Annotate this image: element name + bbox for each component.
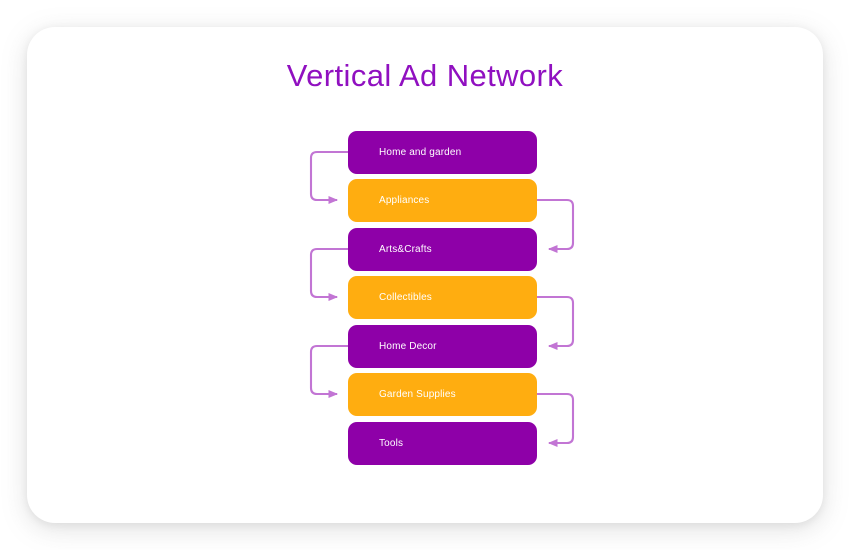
connector-left-3 bbox=[309, 344, 348, 399]
flow-node-collectibles[interactable]: Collectibles bbox=[348, 276, 537, 319]
flow-node-label: Collectibles bbox=[379, 292, 432, 303]
flow-node-appliances[interactable]: Appliances bbox=[348, 179, 537, 222]
connector-right-1 bbox=[537, 198, 575, 254]
flow-node-home-and-garden[interactable]: Home and garden bbox=[348, 131, 537, 174]
connector-left-1 bbox=[309, 150, 348, 205]
flow-node-arts-and-crafts[interactable]: Arts&Crafts bbox=[348, 228, 537, 271]
flow-node-label: Garden Supplies bbox=[379, 389, 456, 400]
flow-node-label: Home and garden bbox=[379, 147, 462, 158]
flow-node-tools[interactable]: Tools bbox=[348, 422, 537, 465]
flow-node-garden-supplies[interactable]: Garden Supplies bbox=[348, 373, 537, 416]
page-title: Vertical Ad Network bbox=[286, 58, 564, 93]
flow-node-label: Tools bbox=[379, 438, 404, 449]
flow-node-label: Home Decor bbox=[379, 341, 437, 352]
flow-node-home-decor[interactable]: Home Decor bbox=[348, 325, 537, 368]
flow-node-label: Arts&Crafts bbox=[379, 244, 432, 255]
connector-right-3 bbox=[537, 392, 575, 448]
flow-node-label: Appliances bbox=[379, 195, 430, 206]
connector-right-2 bbox=[537, 295, 575, 351]
connector-left-2 bbox=[309, 247, 348, 302]
